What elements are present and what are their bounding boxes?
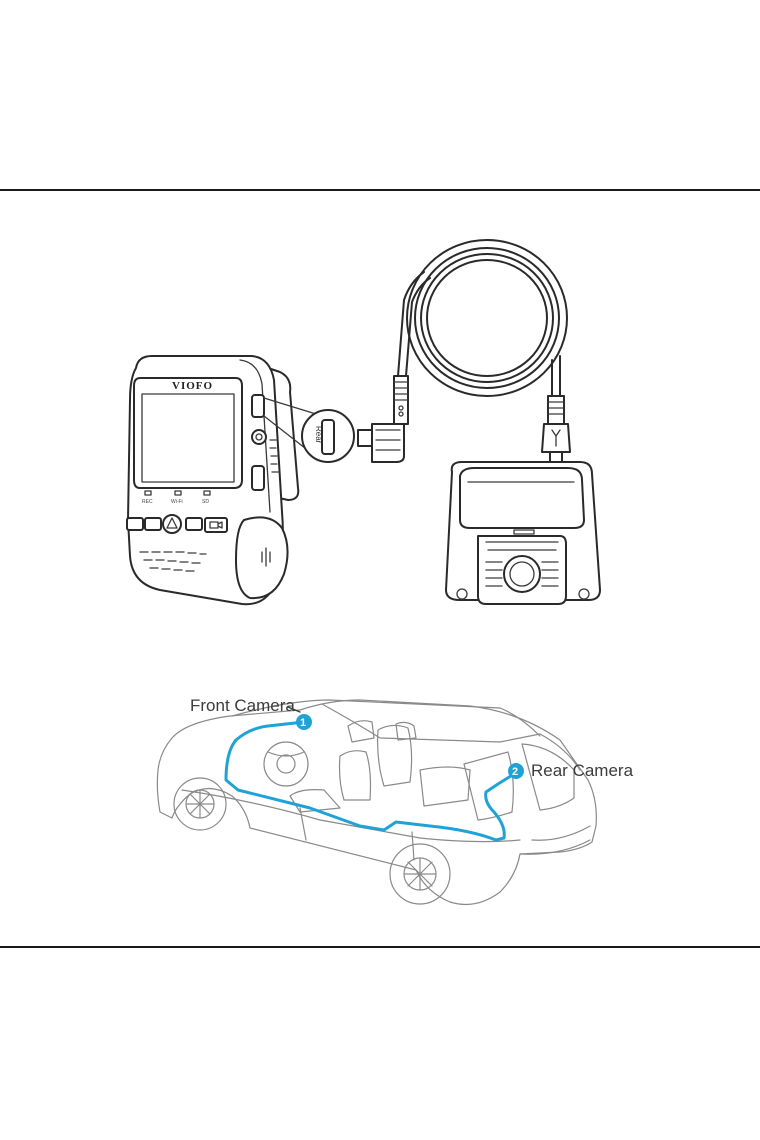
car-body: [156, 699, 597, 905]
wifi-label: Wi-Fi: [171, 499, 183, 505]
screen-bezel: [133, 377, 243, 489]
mic-icon: [261, 547, 271, 567]
body-edge: [239, 359, 271, 513]
front-label-leader: [287, 706, 301, 713]
front-wheel: [173, 777, 227, 831]
cable-coil-outer: [406, 239, 568, 397]
zoomed-rear-port: [321, 419, 335, 455]
rear-camera-label: Rear Camera: [531, 761, 634, 780]
rear-port: [251, 394, 265, 418]
screw-right: [578, 588, 590, 600]
front-dashcam: VIOFO REC Wi-Fi SD: [126, 355, 355, 606]
cable-coil-inner: [426, 259, 548, 377]
front-camera-label: Front Camera: [190, 696, 295, 715]
roof-line: [321, 703, 501, 743]
car-illustration: 1 2 Front Camera Rear Camera: [156, 696, 634, 905]
rear-marker: [508, 763, 524, 779]
warning-icon: [166, 517, 178, 529]
rear-side-window: [463, 751, 514, 821]
audio-jack: [251, 429, 267, 445]
steering-wheel: [263, 741, 309, 787]
rear-vent-left: [485, 561, 503, 587]
front-seat-base: [289, 789, 341, 813]
rear-vent-right: [541, 561, 559, 587]
top-divider: [0, 189, 760, 191]
door-lines: [299, 807, 415, 861]
screw-left: [456, 588, 468, 600]
vent-slots: [269, 439, 279, 473]
camera-button[interactable]: [204, 517, 228, 533]
video-icon: [209, 521, 223, 529]
usb-port: [251, 465, 265, 491]
screen: [141, 393, 235, 483]
rear-bench: [419, 766, 471, 807]
rear-window: [521, 743, 575, 811]
brand-logo: VIOFO: [172, 380, 213, 392]
bottom-divider: [0, 946, 760, 948]
front-seat-back: [338, 750, 372, 801]
rear-cam-adhesive-pad: [459, 467, 585, 529]
rear-port-label: Rear: [314, 426, 323, 444]
rear-marker-number: 2: [512, 766, 518, 778]
status-labels: REC Wi-Fi SD: [142, 490, 211, 505]
callout-lines: [263, 397, 317, 453]
menu-button[interactable]: [126, 517, 144, 531]
rear-plug-relief: [547, 395, 565, 425]
rear-seat-back: [377, 724, 413, 787]
usb-icon: [551, 429, 561, 447]
rear-cable: [357, 239, 571, 465]
button-row: [126, 514, 228, 534]
mode-button[interactable]: [144, 517, 162, 531]
right-angle-plug: [371, 423, 405, 463]
rear-lens: [503, 555, 541, 593]
headrest: [347, 720, 375, 743]
rec-label: REC: [142, 499, 153, 505]
front-marker-number: 1: [300, 717, 306, 729]
rear-camera: [445, 461, 601, 605]
ok-button[interactable]: [185, 517, 203, 531]
front-marker: [296, 714, 312, 730]
sd-label: SD: [202, 499, 209, 505]
cable-route: [224, 720, 516, 842]
micro-plug-tip: [357, 429, 373, 447]
speaker-grille: [139, 551, 207, 572]
rear-wheel: [389, 843, 451, 905]
